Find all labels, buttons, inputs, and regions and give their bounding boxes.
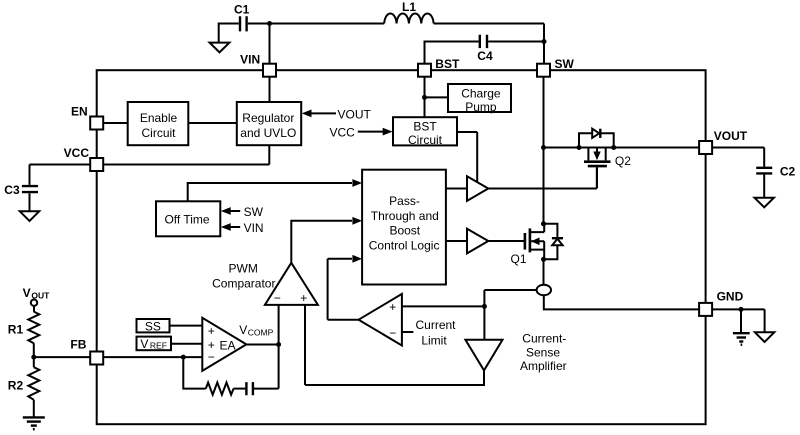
svg-text:Through and: Through and: [371, 209, 439, 223]
svg-text:Control Logic: Control Logic: [369, 238, 440, 252]
svg-text:+: +: [208, 338, 215, 352]
svg-text:GND: GND: [717, 289, 744, 303]
svg-text:BST: BST: [413, 120, 437, 134]
svg-text:Q2: Q2: [615, 154, 631, 168]
svg-text:V: V: [239, 323, 247, 337]
svg-text:C1: C1: [234, 2, 250, 16]
svg-text:Pump: Pump: [465, 100, 497, 114]
svg-text:VOUT: VOUT: [338, 107, 372, 121]
svg-text:+: +: [300, 291, 307, 305]
svg-text:FB: FB: [70, 337, 86, 351]
svg-text:L1: L1: [402, 0, 416, 14]
svg-text:Current: Current: [415, 318, 456, 332]
svg-text:SW: SW: [555, 57, 575, 71]
svg-text:SW: SW: [244, 205, 264, 219]
svg-text:Circuit: Circuit: [408, 133, 443, 147]
svg-text:PWM: PWM: [229, 261, 258, 275]
svg-text:BST: BST: [435, 57, 460, 71]
svg-text:Charge: Charge: [461, 87, 501, 101]
svg-text:C4: C4: [477, 49, 493, 63]
svg-text:R1: R1: [8, 323, 24, 337]
svg-text:Sense: Sense: [526, 345, 560, 359]
svg-text:+: +: [208, 324, 215, 338]
svg-text:−: −: [274, 291, 281, 305]
svg-text:OUT: OUT: [31, 290, 50, 300]
svg-text:SS: SS: [145, 320, 161, 334]
svg-text:Off Time: Off Time: [164, 213, 209, 227]
svg-text:Boost: Boost: [389, 224, 420, 238]
svg-text:V: V: [23, 286, 31, 300]
svg-text:Regulator: Regulator: [242, 111, 294, 125]
svg-text:C3: C3: [4, 183, 20, 197]
svg-text:VOUT: VOUT: [714, 129, 748, 143]
svg-text:Amplifier: Amplifier: [520, 359, 567, 373]
svg-text:Enable: Enable: [140, 111, 178, 125]
svg-text:C2: C2: [780, 165, 796, 179]
svg-text:Pass-: Pass-: [389, 194, 420, 208]
svg-text:EA: EA: [220, 338, 236, 352]
svg-text:Limit: Limit: [421, 334, 447, 348]
svg-text:R2: R2: [8, 379, 24, 393]
svg-text:−: −: [208, 350, 215, 364]
svg-text:V: V: [140, 337, 148, 351]
svg-text:Q1: Q1: [511, 252, 527, 266]
svg-text:REF: REF: [150, 341, 167, 351]
svg-text:and UVLO: and UVLO: [240, 126, 296, 140]
svg-text:+: +: [389, 300, 396, 314]
svg-text:EN: EN: [71, 104, 88, 118]
svg-text:−: −: [389, 326, 396, 340]
svg-text:VIN: VIN: [240, 53, 260, 67]
svg-text:VCC: VCC: [64, 146, 90, 160]
svg-text:VCC: VCC: [330, 125, 356, 139]
svg-text:COMP: COMP: [248, 328, 274, 338]
svg-text:Current-: Current-: [522, 331, 566, 345]
svg-text:VIN: VIN: [244, 221, 264, 235]
svg-text:Circuit: Circuit: [141, 126, 176, 140]
svg-text:Comparator: Comparator: [212, 277, 275, 291]
